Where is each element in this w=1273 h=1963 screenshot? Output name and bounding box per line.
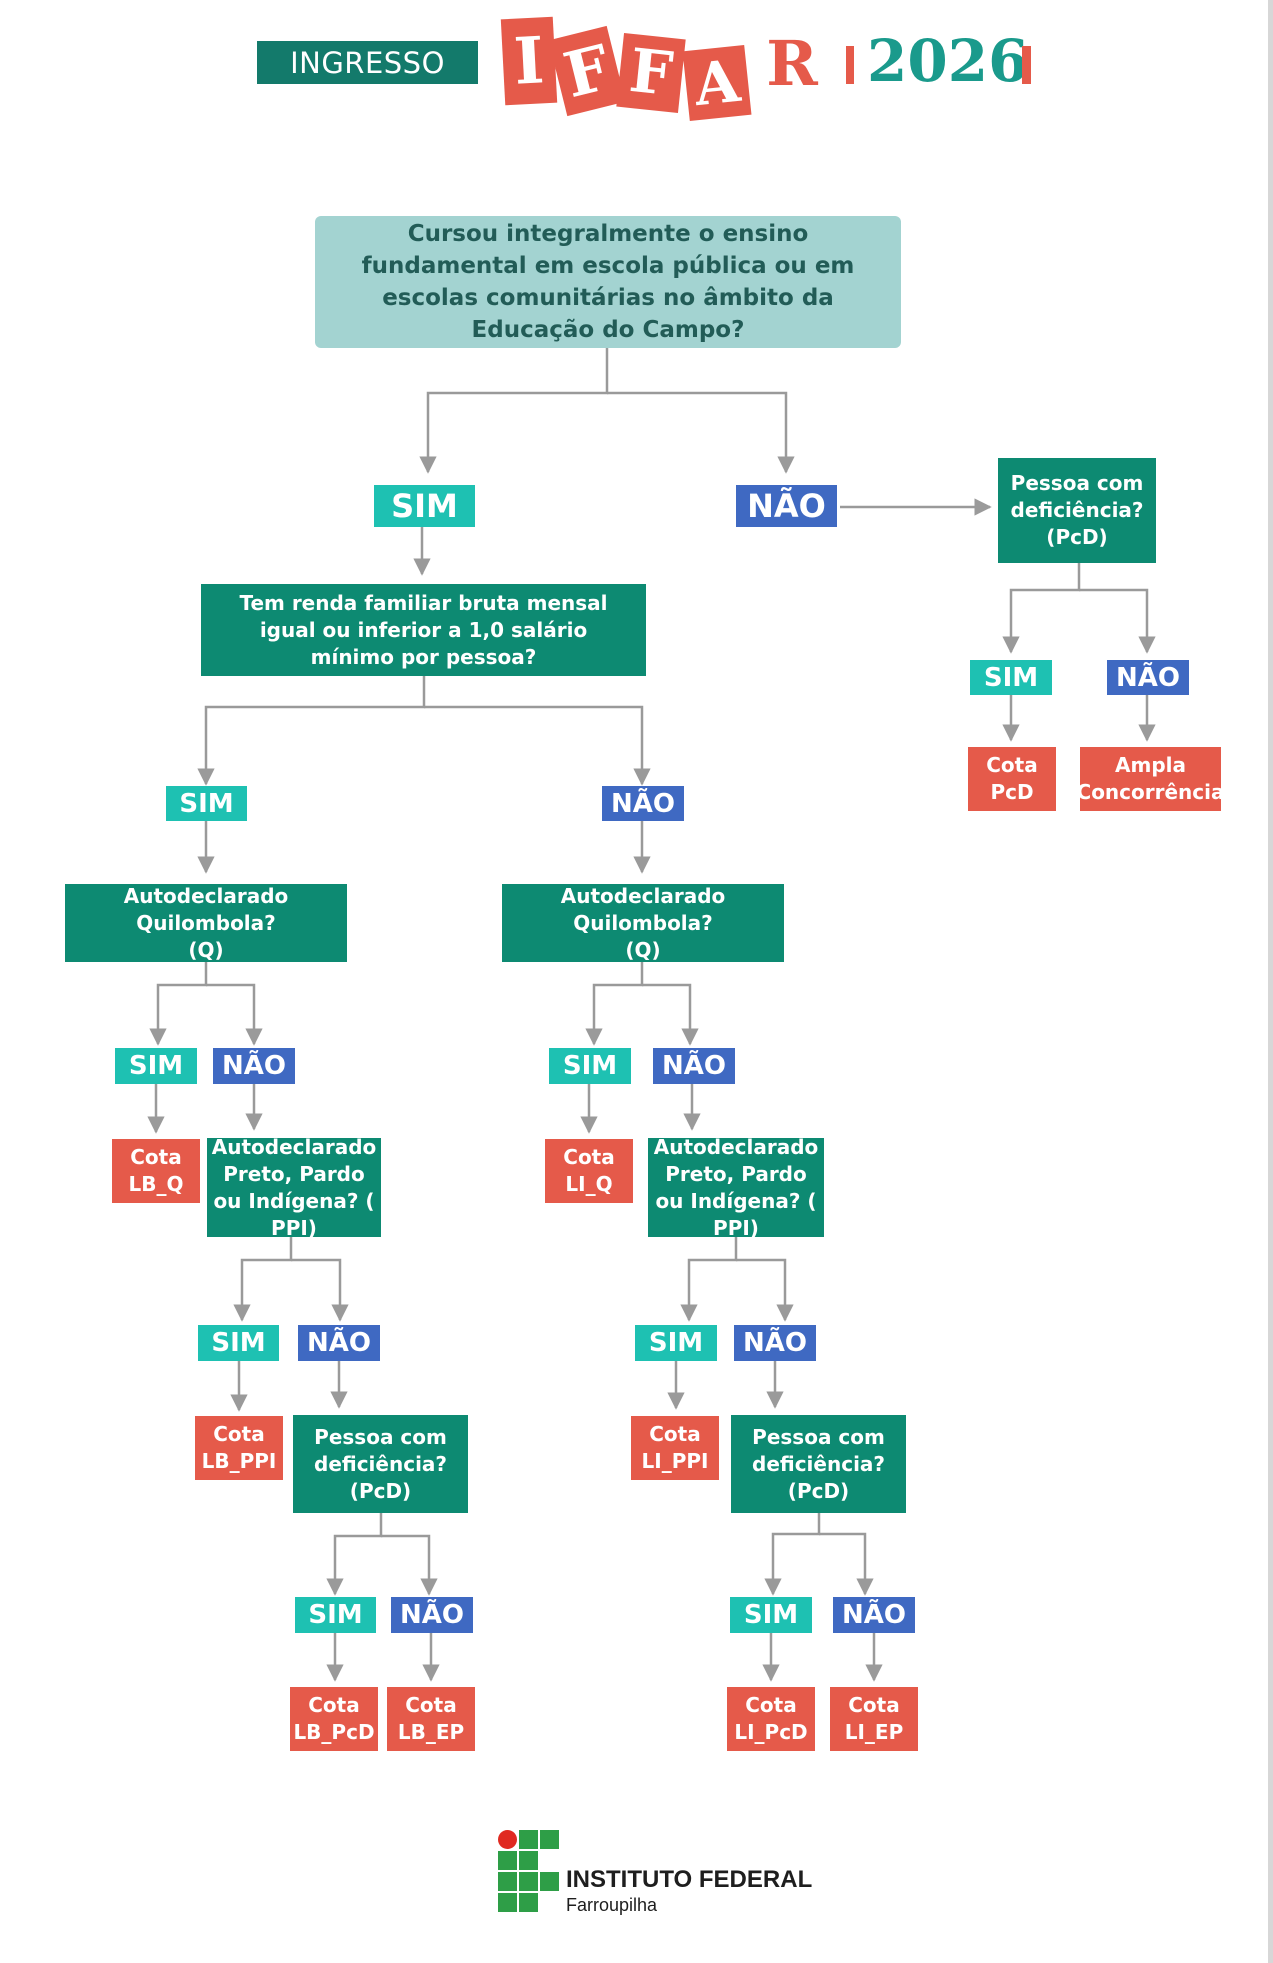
- connector-pcd-right-bottom: [764, 1510, 821, 1596]
- result-cota-li-ep: Cota LI_EP: [830, 1687, 918, 1751]
- logo-square: [519, 1893, 538, 1912]
- connector-pcd-right: [1079, 588, 1156, 654]
- question-renda: Tem renda familiar bruta mensal igual ou…: [201, 584, 646, 676]
- connector-q-right: [585, 962, 644, 1046]
- answer-nao-q-left: NÃO: [213, 1048, 295, 1084]
- institution-name: INSTITUTO FEDERAL: [566, 1866, 813, 1893]
- answer-sim-root: SIM: [374, 485, 475, 527]
- answer-nao-ppi-left: NÃO: [298, 1325, 380, 1361]
- question-quilombola-right: Autodeclarado Quilombola? (Q): [502, 884, 784, 962]
- answer-sim-q-right: SIM: [549, 1048, 631, 1084]
- connector-ppi-left: [233, 1237, 293, 1322]
- result-cota-pcd: Cota PcD: [968, 747, 1056, 811]
- answer-nao-root: NÃO: [736, 485, 837, 527]
- connector-renda: [197, 676, 426, 786]
- question-root: Cursou integralmente o ensino fundamenta…: [315, 216, 901, 348]
- answer-nao-renda: NÃO: [602, 786, 684, 821]
- logo-square: [519, 1830, 538, 1849]
- connector-pcd-left: [326, 1513, 383, 1596]
- connector-ppi-right: [736, 1258, 794, 1322]
- year-label: 2026: [867, 27, 1029, 95]
- answer-nao-pcd-right: NÃO: [833, 1597, 915, 1633]
- answer-sim-pcd-right: SIM: [730, 1597, 812, 1633]
- connector-pcd-right-bottom: [819, 1532, 874, 1596]
- logo-square: [498, 1851, 517, 1870]
- year-left-bar: [846, 46, 854, 84]
- answer-sim-pcd-top: SIM: [970, 660, 1052, 695]
- connector-pcd-right: [1002, 563, 1081, 654]
- answer-sim-renda: SIM: [166, 786, 247, 821]
- logo-square: [540, 1830, 559, 1849]
- connector-pcd-left: [381, 1534, 438, 1596]
- question-quilombola-left: Autodeclarado Quilombola? (Q): [65, 884, 347, 962]
- ingresso-label: INGRESSO: [257, 41, 478, 84]
- logo-square: [498, 1872, 517, 1891]
- answer-nao-q-right: NÃO: [653, 1048, 735, 1084]
- connector-q-left: [206, 983, 263, 1046]
- connector-q-right: [642, 983, 699, 1046]
- institution-campus: Farroupilha: [566, 1895, 658, 1915]
- result-cota-li-ppi: Cota LI_PPI: [631, 1416, 719, 1480]
- question-pcd-left: Pessoa com deficiência? (PcD): [293, 1415, 468, 1513]
- question-ppi-right: Autodeclarado Preto, Pardo ou Indígena? …: [648, 1135, 824, 1240]
- answer-nao-pcd-left: NÃO: [391, 1597, 473, 1633]
- logo-square: [519, 1872, 538, 1891]
- result-cota-lb-q: Cota LB_Q: [112, 1139, 200, 1203]
- result-cota-lb-ep: Cota LB_EP: [387, 1687, 475, 1751]
- logo-square: [540, 1872, 559, 1891]
- answer-sim-q-left: SIM: [115, 1048, 197, 1084]
- answer-sim-ppi-left: SIM: [198, 1325, 279, 1361]
- result-cota-lb-pcd: Cota LB_PcD: [290, 1687, 378, 1751]
- page-border: [1268, 0, 1273, 1963]
- connector-root: [419, 348, 609, 474]
- logo-square: [519, 1851, 538, 1870]
- answer-nao-ppi-right: NÃO: [734, 1325, 816, 1361]
- logo-red-circle: [498, 1830, 517, 1849]
- result-cota-lb-ppi: Cota LB_PPI: [195, 1416, 283, 1480]
- answer-nao-pcd-top: NÃO: [1107, 660, 1189, 695]
- logo-letter-r: R: [766, 26, 818, 100]
- connector-root: [607, 391, 795, 474]
- result-cota-li-q: Cota LI_Q: [545, 1139, 633, 1203]
- result-ampla-concorrencia: Ampla Concorrência: [1077, 747, 1225, 811]
- connector-q-left: [149, 962, 208, 1046]
- answer-sim-ppi-right: SIM: [635, 1325, 717, 1361]
- answer-sim-pcd-left: SIM: [295, 1597, 376, 1633]
- year-right-bar: [1022, 46, 1031, 84]
- question-ppi-left: Autodeclarado Preto, Pardo ou Indígena? …: [207, 1135, 381, 1240]
- connector-renda: [424, 705, 651, 786]
- connector-ppi-left: [291, 1258, 349, 1322]
- logo-square: [498, 1893, 517, 1912]
- result-cota-li-pcd: Cota LI_PcD: [727, 1687, 815, 1751]
- connector-ppi-right: [680, 1237, 738, 1322]
- question-pcd-right: Pessoa com deficiência? (PcD): [731, 1415, 906, 1513]
- question-pcd-top: Pessoa com deficiência? (PcD): [998, 458, 1156, 563]
